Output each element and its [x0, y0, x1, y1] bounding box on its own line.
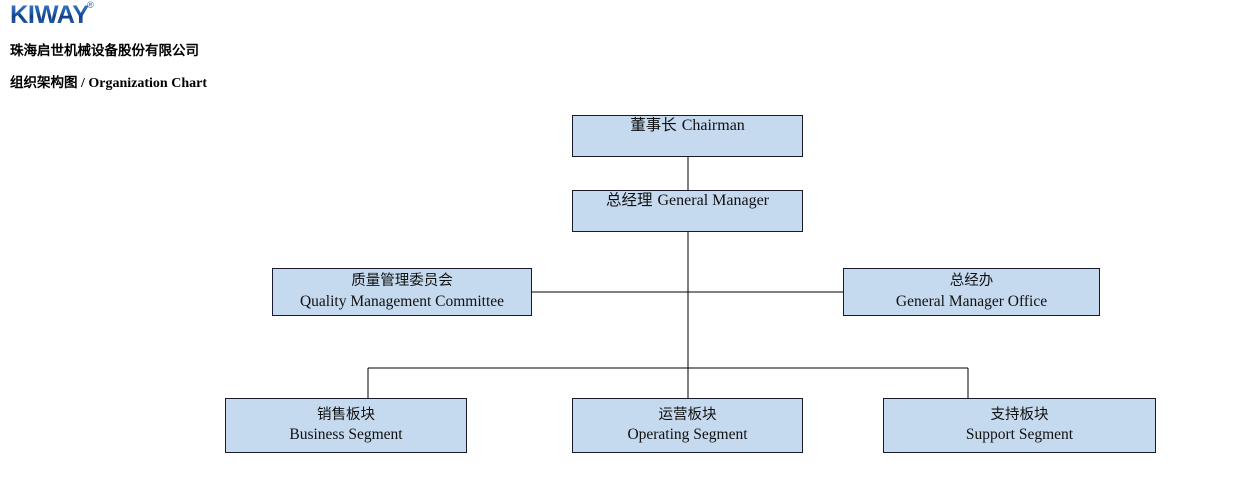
node-general-manager-label-zh: 总经理 [605, 191, 653, 209]
page-header: KIWAY® 珠海启世机械设备股份有限公司 组织架构图 / Organizati… [10, 0, 510, 92]
node-support-segment-label-en: Support Segment [965, 426, 1074, 444]
page-title-separator: / [77, 76, 89, 91]
node-support-segment[interactable]: 支持板块 Support Segment [883, 398, 1156, 453]
node-general-manager-label-en: General Manager [657, 192, 770, 209]
node-quality-management-committee-label-zh: 质量管理委员会 [351, 273, 453, 290]
node-business-segment-label-en: Business Segment [289, 426, 403, 444]
page-title: 组织架构图 / Organization Chart [10, 71, 510, 92]
page-title-en: Organization Chart [88, 76, 207, 91]
registered-trademark-icon: ® [87, 0, 94, 10]
node-general-manager[interactable]: 总经理 General Manager [572, 190, 803, 232]
node-quality-management-committee-label-en: Quality Management Committee [299, 292, 505, 310]
node-business-segment-label-zh: 销售板块 [317, 406, 375, 423]
page-title-zh: 组织架构图 [10, 75, 78, 91]
kiway-logo: KIWAY® [10, 0, 140, 29]
node-general-manager-office[interactable]: 总经办 General Manager Office [843, 268, 1100, 316]
node-chairman-label-zh: 董事长 [630, 116, 677, 134]
node-quality-management-committee[interactable]: 质量管理委员会 Quality Management Committee [272, 268, 532, 316]
company-name: 珠海启世机械设备股份有限公司 [10, 43, 199, 59]
node-chairman[interactable]: 董事长 Chairman [572, 115, 803, 157]
node-general-manager-office-label-en: General Manager Office [895, 292, 1048, 310]
node-general-manager-office-label-zh: 总经办 [949, 273, 994, 290]
node-operating-segment[interactable]: 运营板块 Operating Segment [572, 398, 803, 453]
kiway-wordmark-icon: KIWAY [10, 1, 89, 29]
node-chairman-label-en: Chairman [681, 117, 745, 134]
node-business-segment[interactable]: 销售板块 Business Segment [225, 398, 467, 453]
node-operating-segment-label-zh: 运营板块 [658, 406, 717, 423]
node-support-segment-label-zh: 支持板块 [990, 406, 1049, 423]
node-operating-segment-label-en: Operating Segment [627, 426, 748, 444]
